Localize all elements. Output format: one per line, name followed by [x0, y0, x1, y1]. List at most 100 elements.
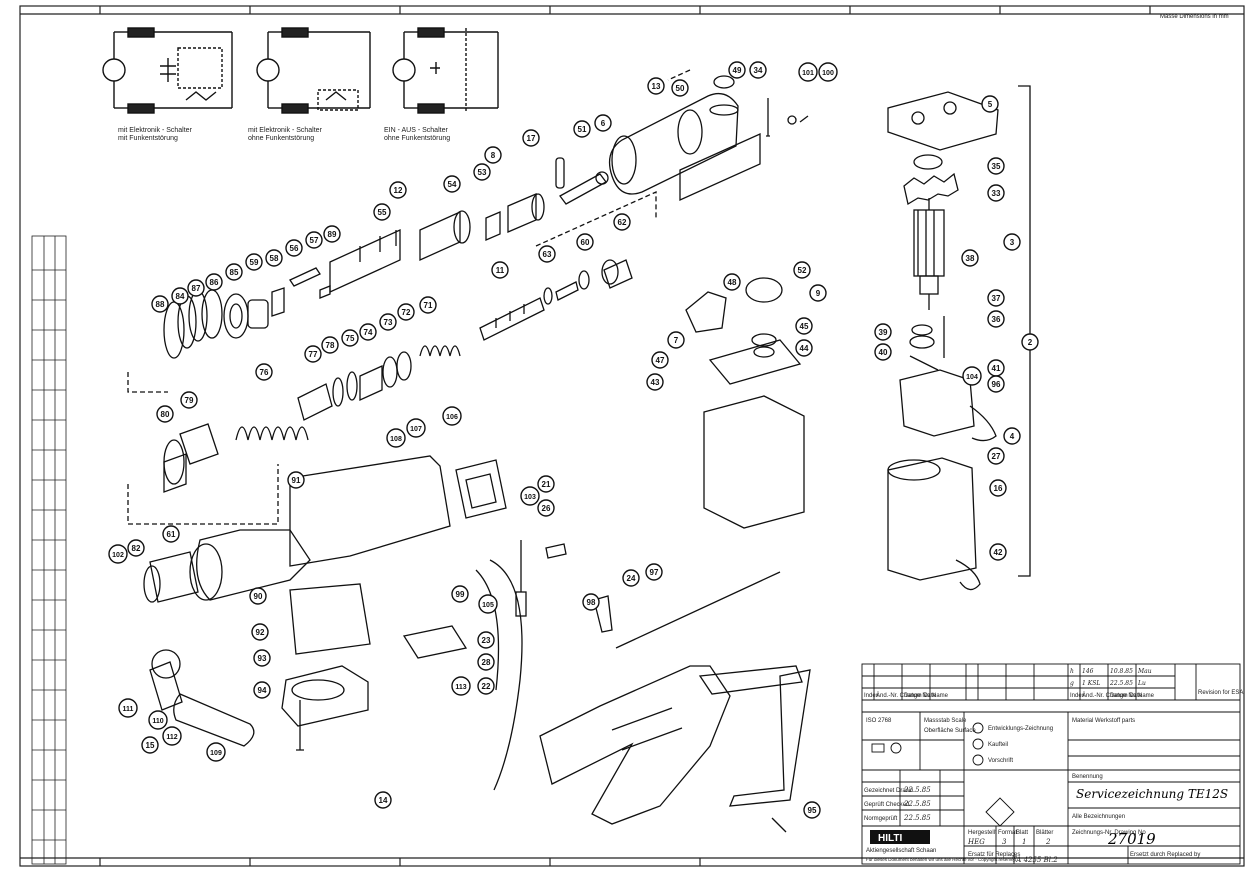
part-balloon-26: 26	[537, 499, 555, 517]
change-header-date-2: Datum Date	[1110, 693, 1143, 699]
part-number: 91	[292, 476, 301, 485]
wiring-schematic-1	[102, 27, 233, 114]
part-number: 99	[456, 590, 465, 599]
schematic-3-line-1: EIN - AUS - Schalter	[384, 127, 448, 134]
part-balloon-7: 7	[667, 331, 685, 349]
part-balloon-17: 17	[522, 129, 540, 147]
part-number: 103	[524, 494, 536, 501]
dimensions-note: Masse Dimensions in mm	[1160, 14, 1229, 20]
part-balloon-72: 72	[397, 303, 415, 321]
part-number: 111	[123, 706, 134, 713]
part-balloon-75: 75	[341, 329, 359, 347]
part-balloon-22: 22	[477, 677, 495, 695]
replaces-value: TA 4255 Bl.2	[1012, 856, 1058, 864]
sheets-label: Blätter	[1036, 830, 1053, 836]
part-balloon-8: 8	[484, 146, 502, 164]
part-balloon-71: 71	[419, 296, 437, 314]
part-balloon-44: 44	[795, 339, 813, 357]
part-balloon-52: 52	[793, 261, 811, 279]
part-balloon-49: 49	[728, 61, 746, 79]
part-number: 80	[161, 410, 170, 419]
part-number: 95	[808, 806, 817, 815]
part-balloon-6: 6	[594, 114, 612, 132]
part-number: 33	[992, 189, 1001, 198]
part-number: 56	[290, 244, 299, 253]
part-balloon-100: 100	[818, 62, 838, 82]
part-number: 16	[994, 484, 1003, 493]
part-balloon-90: 90	[249, 587, 267, 605]
part-balloon-56: 56	[285, 239, 303, 257]
part-number: 53	[478, 168, 487, 177]
part-number: 74	[364, 328, 373, 337]
part-number: 73	[384, 318, 393, 327]
part-number: 107	[410, 426, 422, 433]
part-number: 72	[402, 308, 411, 317]
schematic-1-line-2: mit Funkentstörung	[118, 135, 178, 142]
change-header-index-2: Index	[1070, 693, 1085, 699]
wiring-schematic-2	[256, 27, 371, 114]
part-balloon-34: 34	[749, 61, 767, 79]
checked-date: 22.5.85	[903, 800, 931, 808]
part-number: 48	[728, 278, 737, 287]
part-balloon-111: 111	[118, 698, 138, 718]
part-balloon-38: 38	[961, 249, 979, 267]
part-balloon-62: 62	[613, 213, 631, 231]
part-balloon-14: 14	[374, 791, 392, 809]
part-balloon-102: 102	[108, 544, 128, 564]
part-number: 51	[578, 125, 587, 134]
part-number: 113	[455, 684, 466, 691]
sheet-label: Blatt	[1016, 830, 1028, 836]
part-balloon-13: 13	[647, 77, 665, 95]
part-balloon-40: 40	[874, 343, 892, 361]
part-number: 77	[309, 350, 318, 359]
part-number: 105	[482, 602, 494, 609]
part-number: 47	[656, 356, 665, 365]
part-number: 110	[152, 718, 163, 725]
part-number: 98	[587, 598, 596, 607]
rev-g-index: g	[1070, 680, 1074, 687]
part-number: 45	[800, 322, 809, 331]
part-number: 17	[527, 134, 536, 143]
part-number: 24	[627, 574, 636, 583]
standard-date: 22.5.85	[903, 814, 931, 822]
part-balloon-77: 77	[304, 345, 322, 363]
schematic-1-line-1: mit Elektronik - Schalter	[118, 127, 193, 134]
part-balloon-107: 107	[406, 418, 426, 438]
part-number: 37	[992, 294, 1001, 303]
revision-header: Revision for ESA	[1198, 690, 1243, 696]
part-number: 86	[210, 278, 219, 287]
description-header: Benennung	[1072, 774, 1103, 780]
part-balloon-103: 103	[520, 486, 540, 506]
part-number: 84	[176, 292, 185, 301]
part-number: 42	[994, 548, 1003, 557]
part-number: 62	[618, 218, 627, 227]
part-balloon-11: 11	[491, 261, 509, 279]
part-number: 75	[346, 334, 355, 343]
part-balloon-4: 4	[1003, 427, 1021, 445]
part-number: 60	[581, 238, 590, 247]
part-number: 3	[1010, 238, 1015, 247]
part-balloon-85: 85	[225, 263, 243, 281]
part-number: 85	[230, 268, 239, 277]
part-balloon-104: 104	[962, 366, 982, 386]
rev-h-number: 146	[1082, 668, 1094, 675]
part-number: 14	[379, 796, 388, 805]
change-header-index: Index	[864, 693, 879, 699]
part-balloon-41: 41	[987, 359, 1005, 377]
part-number: 36	[992, 315, 1001, 324]
part-number: 89	[328, 230, 337, 239]
part-number: 49	[733, 66, 742, 75]
part-number: 38	[966, 254, 975, 263]
approval-1: Entwicklungs-Zeichnung	[988, 726, 1053, 732]
part-number: 28	[482, 658, 491, 667]
part-balloon-101: 101	[798, 62, 818, 82]
change-header-date: Datum Date	[904, 693, 937, 699]
part-number: 79	[185, 396, 194, 405]
part-number: 58	[270, 254, 279, 263]
part-balloon-16: 16	[989, 479, 1007, 497]
part-balloon-42: 42	[989, 543, 1007, 561]
part-number: 78	[326, 341, 335, 350]
material-label: Alle Bezeichnungen	[1072, 814, 1125, 820]
rev-h-date: 10.8.85	[1110, 668, 1133, 675]
part-number: 34	[754, 66, 763, 75]
